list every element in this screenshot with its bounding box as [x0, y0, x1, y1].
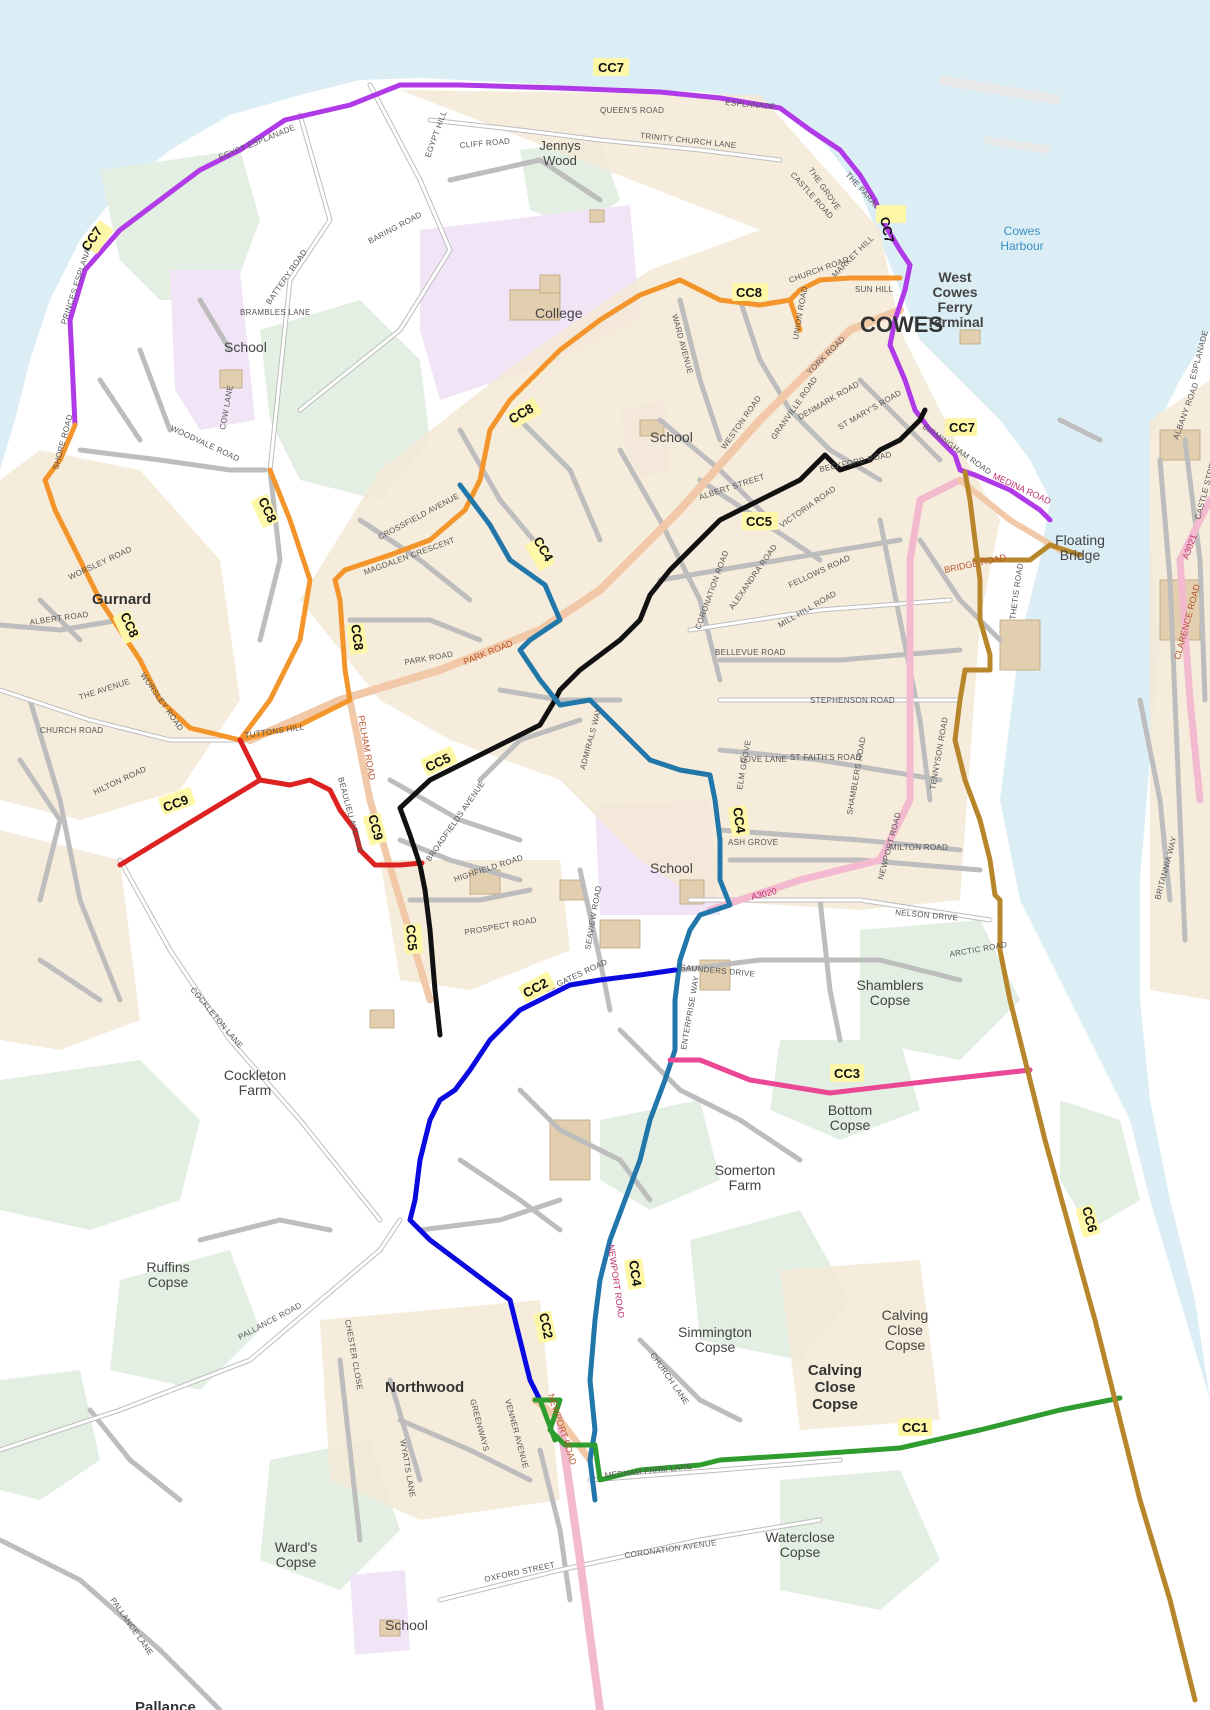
- road-label-church-road-west: CHURCH ROAD: [40, 726, 103, 735]
- place-labels: COWES Gurnard Northwood College School S…: [92, 138, 1105, 1710]
- place-label-school-south: School: [650, 860, 693, 876]
- road-label-milton-road: MILTON ROAD: [890, 843, 948, 852]
- route-tag-cc8-north: CC8: [732, 283, 768, 301]
- route-tag-cc4-south: CC4: [624, 1258, 646, 1290]
- route-tag-cc1-text: CC1: [902, 1420, 928, 1435]
- route-tag-cc7-top: CC7: [593, 58, 629, 76]
- route-tag-cc5-south-text: CC5: [403, 924, 420, 951]
- place-label-gurnard: Gurnard: [92, 591, 151, 608]
- school-site-west: [170, 270, 255, 430]
- cycle-routes: [42, 82, 1198, 1703]
- a3020: [706, 476, 964, 914]
- major-roads: [246, 306, 1210, 1710]
- route-tag-cc3-text: CC3: [834, 1066, 860, 1081]
- route-tag-cc8-south: CC8: [346, 623, 368, 655]
- route-cc5: [397, 407, 928, 1038]
- route-tag-cc9-east: CC9: [362, 812, 388, 846]
- road-label-cliff-road: CLIFF ROAD: [459, 137, 510, 150]
- harbour-jetty: [984, 136, 1051, 154]
- route-cc7-east: [972, 472, 1053, 523]
- route-cc9: [117, 737, 425, 868]
- route-cc6-bridge: [972, 542, 1083, 563]
- route-cc8-branch-north: [787, 297, 803, 333]
- route-cc4: [457, 482, 733, 1503]
- buildings: [219, 209, 1201, 1637]
- route-tag-cc3: CC3: [830, 1064, 864, 1082]
- road-label-queens-road: QUEEN'S ROAD: [600, 106, 664, 115]
- route-cc8: [42, 275, 903, 743]
- place-label-school-west: School: [224, 339, 267, 355]
- route-tag-cc7-top-text: CC7: [598, 60, 624, 75]
- road-label-esplanade: ESPLANADE: [725, 98, 776, 111]
- route-tag-cc4-east-text: CC4: [730, 806, 749, 835]
- route-cc1-link: [537, 1397, 558, 1443]
- place-label-pallance: Pallance: [135, 1699, 196, 1710]
- route-tag-cc9-east-text: CC9: [365, 813, 386, 842]
- route-cc3: [667, 1057, 1033, 1096]
- road-label-st-faiths-road: ST FAITH'S ROAD: [790, 753, 862, 762]
- bridge-road-tan: [957, 477, 1063, 553]
- route-tag-cc7-medina-text: CC7: [949, 420, 975, 435]
- road-label-brambles-lane: BRAMBLES LANE: [240, 308, 311, 317]
- park-road: [246, 306, 904, 744]
- route-tag-cc7-right-text: CC7: [877, 216, 897, 245]
- route-tag-cc8-south-text: CC8: [348, 623, 366, 651]
- place-label-school-central: School: [650, 429, 693, 445]
- route-tag-cc5-north-text: CC5: [746, 514, 772, 529]
- minor-roads-fill: [0, 83, 992, 1602]
- road-network: [0, 82, 1210, 1710]
- route-tag-cc7-medina: CC7: [945, 418, 977, 436]
- place-label-northwood: Northwood: [385, 1379, 464, 1396]
- route-tag-cc1: CC1: [898, 1418, 932, 1436]
- route-tag-cc2-south-text: CC2: [536, 1312, 556, 1341]
- road-label-bellevue-road: BELLEVUE ROAD: [715, 648, 786, 657]
- route-tag-cc8-west: CC8: [251, 494, 280, 528]
- route-tag-cc5-south: CC5: [402, 923, 424, 955]
- route-tag-cc8-north-text: CC8: [736, 285, 762, 300]
- route-tag-cc5-north: CC5: [742, 512, 778, 530]
- route-cc2: [407, 967, 678, 1403]
- road-label-ash-grove: ASH GROVE: [728, 838, 778, 847]
- a3021-road: [1176, 496, 1210, 804]
- place-label-college: College: [535, 305, 583, 321]
- road-label-love-lane: LOVE LANE: [740, 755, 787, 764]
- route-tag-cc4-east: CC4: [728, 805, 750, 837]
- route-tag-cc7-right: CC7: [876, 205, 906, 244]
- route-tag-cc2-south: CC2: [533, 1310, 557, 1344]
- route-tag-cc6-text: CC6: [1079, 1205, 1100, 1234]
- route-tag-cc4-north: CC4: [525, 534, 557, 571]
- school-site-north: [350, 1570, 410, 1655]
- route-cc7: [67, 82, 978, 478]
- route-tag-cc6: CC6: [1075, 1204, 1100, 1238]
- place-label-cowes: COWES: [860, 312, 943, 337]
- route-cc8-branch-west: [237, 467, 313, 743]
- route-cc6: [952, 469, 1198, 1703]
- place-label-school-north: School: [385, 1617, 428, 1633]
- newport-road-pink: [556, 1416, 604, 1710]
- road-label-sun-hill: SUN HILL: [855, 285, 894, 294]
- road-label-stephenson-road: STEPHENSON ROAD: [810, 696, 895, 705]
- route-tag-cc4-south-text: CC4: [626, 1259, 645, 1288]
- breakwater: [939, 75, 1061, 105]
